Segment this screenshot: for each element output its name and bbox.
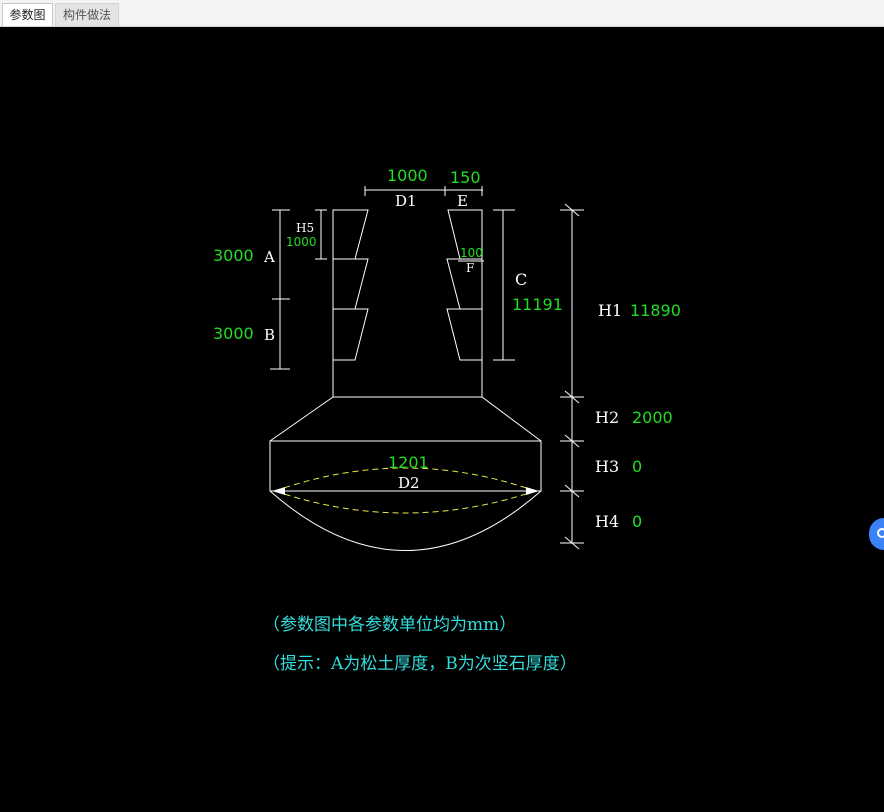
h1-slash-mid — [564, 390, 580, 404]
unit-note: （参数图中各参数单位均为mm） — [263, 615, 516, 635]
label-h4: H4 — [595, 512, 619, 531]
left-ring-segment-2 — [332, 258, 369, 310]
parameter-diagram-canvas: D1 E H5 A B F C H1 H2 H3 H4 D2 1000 150 … — [213, 166, 681, 674]
label-d2: D2 — [398, 474, 420, 492]
spherical-bottom — [269, 490, 542, 551]
tab-bar: 参数图 构件做法 — [0, 0, 884, 27]
right-ring-segment-3 — [446, 308, 483, 361]
label-e: E — [457, 192, 468, 210]
left-ring-segment-1 — [332, 209, 369, 260]
value-d1[interactable]: 1000 — [387, 166, 428, 185]
label-h5: H5 — [296, 221, 314, 235]
tab-component-method[interactable]: 构件做法 — [55, 3, 119, 26]
value-e[interactable]: 150 — [450, 168, 481, 187]
dashed-arc-lower — [274, 490, 536, 514]
floating-assistant-button[interactable] — [869, 518, 884, 550]
d2-arrow-right — [526, 487, 539, 495]
value-b[interactable]: 3000 — [213, 324, 254, 343]
h2-slash — [564, 434, 580, 448]
value-h5[interactable]: 1000 — [286, 235, 317, 249]
value-h3[interactable]: 0 — [632, 457, 642, 476]
assistant-icon — [877, 528, 884, 538]
label-b: B — [264, 326, 275, 344]
label-h2: H2 — [595, 408, 619, 427]
left-ring-segment-3 — [332, 308, 369, 361]
dashed-arc-upper — [274, 467, 536, 492]
tab-parameter-diagram[interactable]: 参数图 — [2, 3, 53, 26]
d2-arrow-left — [272, 487, 285, 495]
value-a[interactable]: 3000 — [213, 246, 254, 265]
value-h1[interactable]: 11890 — [630, 301, 681, 320]
h3-slash — [564, 484, 580, 498]
label-a: A — [263, 248, 275, 266]
cone-left — [269, 396, 334, 442]
cone-right — [481, 396, 542, 442]
value-f[interactable]: 100 — [460, 246, 483, 260]
value-h2[interactable]: 2000 — [632, 408, 673, 427]
label-d1: D1 — [395, 192, 417, 210]
value-d2[interactable]: 1201 — [388, 453, 429, 472]
value-h4[interactable]: 0 — [632, 512, 642, 531]
value-c[interactable]: 11191 — [512, 295, 563, 314]
label-f: F — [466, 261, 474, 275]
label-c: C — [515, 270, 527, 289]
h4-slash — [564, 536, 580, 550]
right-ring-segment-2 — [446, 258, 483, 310]
label-h1: H1 — [598, 301, 622, 320]
hint-note: （提示：A为松土厚度，B为次坚石厚度） — [263, 654, 577, 674]
label-h3: H3 — [595, 457, 619, 476]
h1-slash-top — [564, 203, 580, 217]
